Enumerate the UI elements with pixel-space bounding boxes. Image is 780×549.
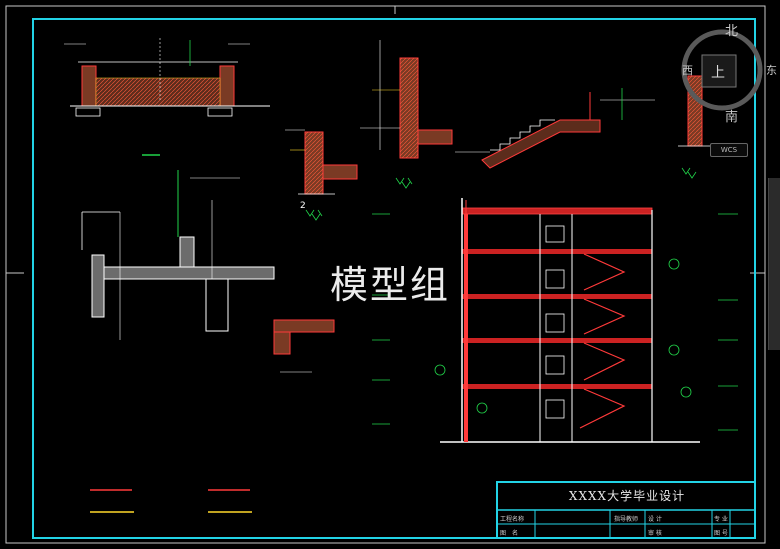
detail-wall-a: 2 — [285, 129, 358, 221]
title-block-cell-4: 图 号 — [714, 530, 728, 537]
viewcube-top-face[interactable]: 上 — [711, 65, 725, 81]
title-block-title: XXXX大学毕业设计 — [568, 489, 686, 503]
detail-stair — [455, 88, 655, 169]
title-block-advisor-label: 指导教师 — [614, 516, 639, 523]
title-block-frame — [496, 481, 756, 539]
detail-floor-section — [81, 170, 275, 340]
viewcube-north[interactable]: 北 — [725, 24, 739, 39]
viewcube-west[interactable]: 西 — [682, 64, 693, 77]
viewcube-south[interactable]: 南 — [725, 110, 739, 125]
scale-bars — [90, 489, 252, 513]
building-section — [372, 198, 738, 443]
title-block-drawing-label: 图 名 — [500, 530, 519, 537]
detail-footing — [64, 38, 270, 156]
detail-wall-b — [360, 40, 453, 189]
wcs-button[interactable]: WCS — [710, 143, 748, 157]
viewcube-east[interactable]: 东 — [766, 64, 777, 77]
vertical-scrollbar[interactable] — [768, 178, 780, 350]
viewcube-ring — [681, 29, 763, 111]
detail-parapet — [273, 319, 335, 373]
title-block-project-label: 工程名称 — [500, 516, 525, 523]
sheet-outer-frame — [5, 5, 766, 544]
sheet-inner-frame — [32, 18, 756, 539]
watermark-text: 模型组 — [330, 263, 451, 307]
detail-wall-c — [678, 75, 710, 179]
title-block-cell-1: 设 计 — [648, 516, 662, 523]
title-block-cell-2: 审 核 — [648, 530, 662, 537]
svg-text:2: 2 — [300, 201, 306, 211]
title-block-cell-3: 专 业 — [714, 516, 728, 523]
